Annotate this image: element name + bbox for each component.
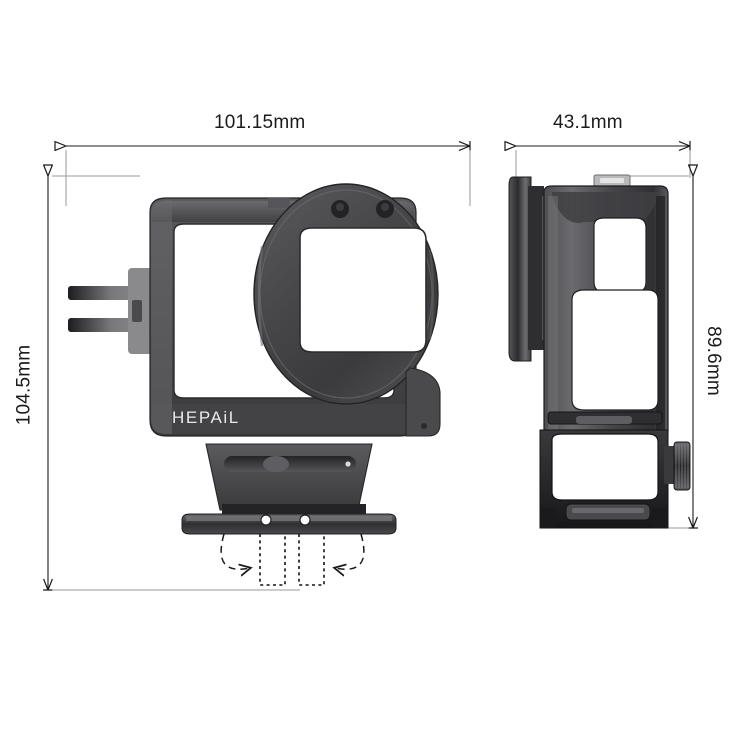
dimension-label-height-front: 104.5mm (13, 344, 35, 426)
knurled-thumbscrew-knob (664, 441, 691, 491)
dimension-width-side (504, 141, 691, 200)
side-hinge-bar (547, 411, 663, 425)
mount-base-plate (181, 513, 397, 535)
battery-door-prong-upper (68, 286, 146, 300)
dimension-label-width-side: 43.1mm (553, 112, 623, 133)
svg-text:HEPAiL: HEPAiL (172, 408, 240, 427)
battery-door-prong-lower (68, 318, 146, 332)
dimension-height-front (43, 164, 300, 591)
cold-shoe-tab (593, 174, 631, 188)
side-body (543, 185, 669, 441)
lens-ring-lock-tab (405, 367, 441, 437)
dimension-label-width-front: 101.15mm (214, 112, 306, 133)
dimension-height-side (620, 164, 698, 529)
lens-filter-ring (253, 183, 439, 405)
dimension-width-front (54, 141, 471, 206)
brand-logo: HEPAiL (172, 408, 240, 427)
microphone-hole-left (331, 200, 349, 218)
rectangular-cage-frame (149, 197, 417, 437)
folded-position-dotted-outline (259, 534, 325, 586)
dimension-label-height-side: 89.6mm (702, 326, 724, 396)
lens-filter-ring-profile (508, 176, 554, 362)
folding-direction-arrows (220, 533, 365, 569)
folding-mount-base (539, 429, 669, 529)
folding-tripod-mount (205, 443, 373, 522)
side-rail-block (128, 268, 156, 354)
microphone-hole-right (376, 200, 394, 218)
mount-screw-hole-left (260, 514, 272, 526)
mount-screw-hole-right (299, 514, 311, 526)
